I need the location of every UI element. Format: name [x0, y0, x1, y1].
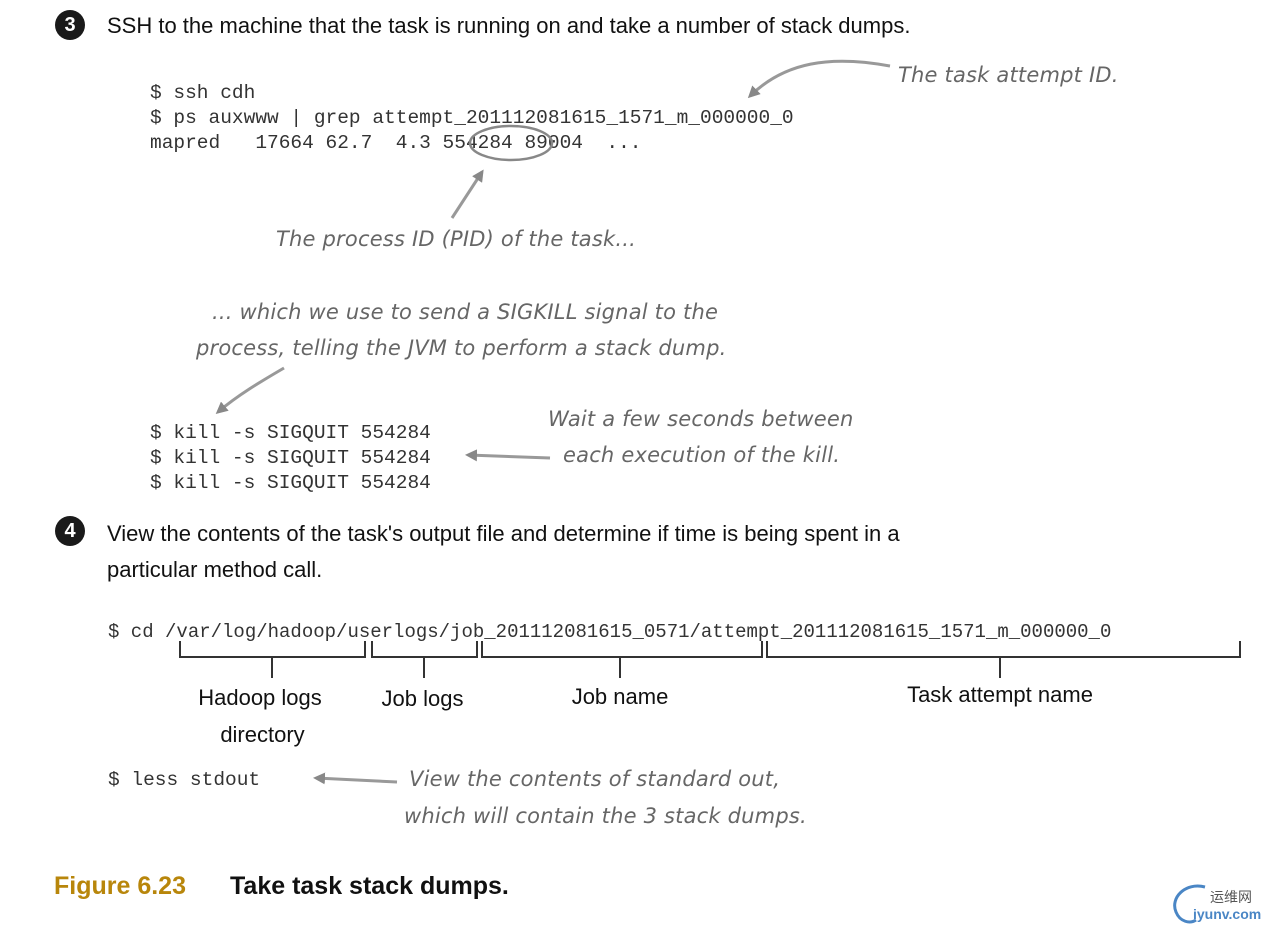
code-ps-output: mapred 17664 62.7 4.3 554284 89004 ... — [150, 132, 642, 154]
code-ps-grep: $ ps auxwww | grep attempt_201112081615_… — [150, 107, 794, 129]
code-kill-2: $ kill -s SIGQUIT 554284 — [150, 447, 431, 469]
bracket-job-name — [481, 641, 763, 678]
label-job-name: Job name — [571, 684, 669, 709]
label-task-attempt-name: Task attempt name — [907, 682, 1093, 707]
annotation-sigkill-line2: process, telling the JVM to perform a st… — [196, 336, 727, 360]
arrow-view-stdout — [313, 772, 398, 785]
pid-highlight-ellipse — [468, 124, 554, 162]
watermark-swirl — [1173, 884, 1206, 924]
annotation-task-attempt-id: The task attempt ID. — [898, 63, 1119, 87]
label-hadoop-logs-line1: Hadoop logs — [198, 685, 322, 710]
annotation-view-line1: View the contents of standard out, — [409, 767, 781, 791]
step-4-badge: 4 — [55, 516, 85, 546]
annotation-sigkill-line1: ... which we use to send a SIGKILL signa… — [212, 300, 719, 324]
figure-title: Take task stack dumps. — [230, 872, 509, 900]
bracket-job-logs — [371, 641, 478, 678]
step-3-text: SSH to the machine that the task is runn… — [107, 13, 911, 38]
label-hadoop-logs-line2: directory — [220, 722, 305, 747]
watermark-line2: iyunv.com — [1193, 906, 1262, 922]
step-4-text-line2: particular method call. — [107, 557, 323, 582]
arrow-sigkill — [215, 366, 285, 414]
code-kill-3: $ kill -s SIGQUIT 554284 — [150, 472, 431, 494]
arrow-wait — [465, 449, 551, 462]
bracket-hadoop-logs — [179, 641, 366, 678]
annotation-view-line2: which will contain the 3 stack dumps. — [404, 804, 807, 828]
annotation-wait-line2: each execution of the kill. — [563, 443, 841, 467]
annotation-process-id: The process ID (PID) of the task... — [276, 227, 636, 251]
annotation-wait-line1: Wait a few seconds between — [548, 407, 854, 431]
code-cd-path: $ cd /var/log/hadoop/userlogs/job_201112… — [108, 621, 1112, 643]
code-less-stdout: $ less stdout — [108, 769, 261, 791]
step-3-badge: 3 — [55, 10, 85, 40]
figure-number: Figure 6.23 — [54, 872, 186, 900]
arrow-pid — [450, 169, 484, 219]
code-kill-1: $ kill -s SIGQUIT 554284 — [150, 422, 431, 444]
arrow-attempt-id — [747, 59, 891, 99]
step-4-text-line1: View the contents of the task's output f… — [107, 521, 900, 546]
watermark-line1: 运维网 — [1210, 889, 1252, 905]
bracket-task-attempt — [766, 641, 1241, 678]
code-ssh: $ ssh cdh — [150, 82, 256, 104]
label-job-logs: Job logs — [381, 686, 464, 711]
